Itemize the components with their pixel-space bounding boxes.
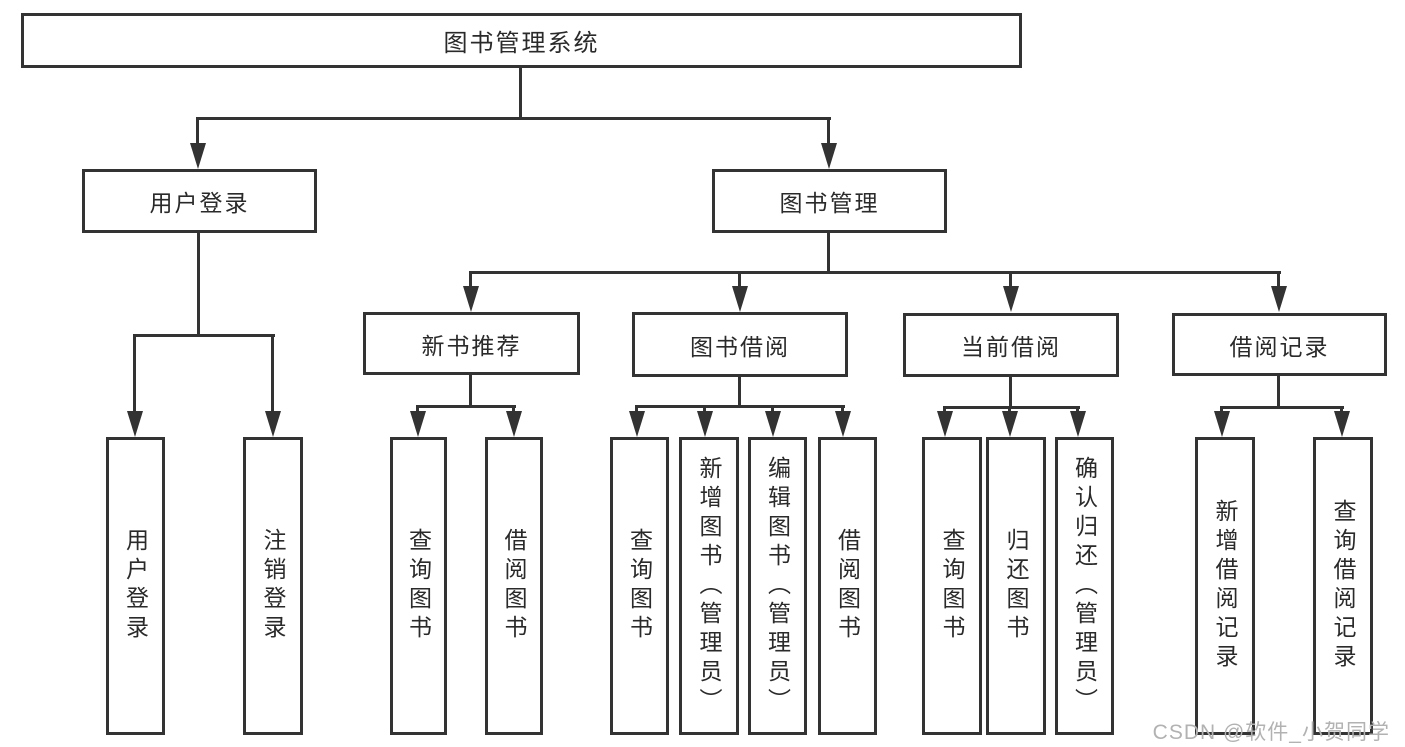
connector-line xyxy=(133,334,136,413)
arrow-down-icon xyxy=(190,143,206,169)
connector-line xyxy=(469,271,1281,274)
connector-line xyxy=(771,405,774,415)
arrow-down-icon xyxy=(127,411,143,437)
arrow-down-icon xyxy=(1003,286,1019,312)
leaf-add-borrow-record: 新增借阅记录 xyxy=(1195,437,1255,735)
node-book-borrow: 图书借阅 xyxy=(632,312,848,377)
connector-line xyxy=(196,117,199,146)
connector-line xyxy=(827,117,830,146)
arrow-down-icon xyxy=(1334,411,1350,437)
node-user-login: 用户登录 xyxy=(82,169,317,233)
arrow-down-icon xyxy=(410,411,426,437)
leaf-query-books-borrow: 查询图书 xyxy=(610,437,669,735)
connector-line xyxy=(1220,406,1223,415)
leaf-query-borrow-record: 查询借阅记录 xyxy=(1313,437,1373,735)
arrow-down-icon xyxy=(765,411,781,437)
leaf-edit-book-admin: 编辑图书（管理员） xyxy=(748,437,807,735)
connector-line xyxy=(512,405,515,415)
arrow-down-icon xyxy=(265,411,281,437)
arrow-down-icon xyxy=(937,411,953,437)
arrow-down-icon xyxy=(463,286,479,312)
connector-line xyxy=(197,233,200,336)
leaf-user-login: 用户登录 xyxy=(106,437,165,735)
connector-line xyxy=(416,405,516,408)
connector-line xyxy=(196,117,831,120)
connector-line xyxy=(1008,406,1011,415)
connector-line xyxy=(133,334,275,337)
connector-line xyxy=(1220,406,1344,409)
connector-line xyxy=(1009,271,1012,288)
node-root: 图书管理系统 xyxy=(21,13,1022,68)
connector-line xyxy=(271,334,274,413)
connector-line xyxy=(738,271,741,288)
connector-line xyxy=(635,405,638,415)
node-borrow-records: 借阅记录 xyxy=(1172,313,1387,376)
connector-line xyxy=(1277,376,1280,408)
arrow-down-icon xyxy=(821,143,837,169)
arrow-down-icon xyxy=(506,411,522,437)
arrow-down-icon xyxy=(1002,411,1018,437)
connector-line xyxy=(841,405,844,415)
leaf-logout: 注销登录 xyxy=(243,437,303,735)
connector-line xyxy=(1076,406,1079,415)
leaf-borrow-books-recommend: 借阅图书 xyxy=(485,437,543,735)
watermark-text: CSDN @软件_小贺同学 xyxy=(1152,721,1390,744)
arrow-down-icon xyxy=(697,411,713,437)
arrow-down-icon xyxy=(629,411,645,437)
connector-line xyxy=(469,375,472,407)
connector-line xyxy=(703,405,706,415)
connector-line xyxy=(469,271,472,288)
arrow-down-icon xyxy=(1214,411,1230,437)
leaf-query-books-recommend: 查询图书 xyxy=(390,437,447,735)
connector-line xyxy=(519,68,522,119)
arrow-down-icon xyxy=(1271,286,1287,312)
connector-line xyxy=(943,406,946,415)
connector-line xyxy=(1277,271,1280,288)
leaf-borrow-books: 借阅图书 xyxy=(818,437,877,735)
connector-line xyxy=(1340,406,1343,415)
leaf-return-books: 归还图书 xyxy=(986,437,1046,735)
leaf-confirm-return-admin: 确认归还（管理员） xyxy=(1055,437,1114,735)
node-book-management: 图书管理 xyxy=(712,169,947,233)
arrow-down-icon xyxy=(1070,411,1086,437)
arrow-down-icon xyxy=(835,411,851,437)
connector-line xyxy=(827,233,830,274)
connector-line xyxy=(1009,377,1012,408)
node-current-borrow: 当前借阅 xyxy=(903,313,1119,377)
arrow-down-icon xyxy=(732,286,748,312)
connector-line xyxy=(416,405,419,415)
leaf-add-book-admin: 新增图书（管理员） xyxy=(679,437,739,735)
connector-line xyxy=(738,377,741,407)
connector-line xyxy=(943,406,1080,409)
node-new-book-recommend: 新书推荐 xyxy=(363,312,580,375)
connector-line xyxy=(635,405,845,408)
leaf-query-books-current: 查询图书 xyxy=(922,437,982,735)
